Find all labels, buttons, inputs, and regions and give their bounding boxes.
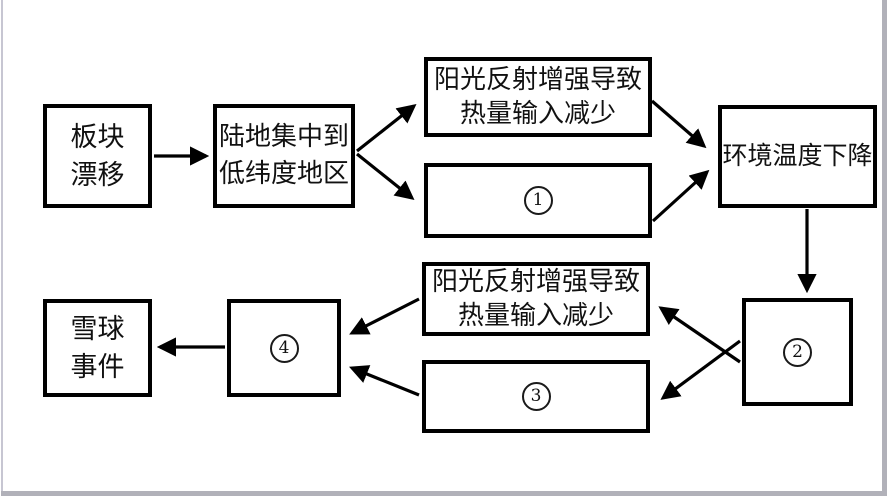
node-label-line: 低纬度地区 xyxy=(218,159,349,188)
circled-number-3: 3 xyxy=(521,382,551,411)
arrow-blank2-to-blank3 xyxy=(660,339,741,400)
node-label-line: 阳光反射增强导致 xyxy=(431,266,640,296)
node-label: 环境温度下降 xyxy=(722,143,873,170)
circled-digit: 2 xyxy=(792,341,803,362)
arrow-sunlight-bottom-to-blank4 xyxy=(349,297,420,335)
node-blank-1: 1 xyxy=(424,163,652,238)
node-label-line: 雪球 xyxy=(70,313,125,344)
node-sunlight-reflection-bottom: 阳光反射增强导致 热量输入减少 xyxy=(422,262,650,336)
page-right-edge-bar xyxy=(882,0,887,491)
arrow-blank3-to-blank4 xyxy=(349,365,420,397)
circled-digit: 1 xyxy=(532,190,544,210)
node-label-line: 热量输入减少 xyxy=(457,301,614,330)
circled-digit: 4 xyxy=(278,337,290,358)
node-label-line: 板块 xyxy=(70,121,125,152)
node-label-line: 陆地集中到 xyxy=(218,122,349,152)
node-label-line: 阳光反射增强导致 xyxy=(433,64,642,94)
circled-digit: 3 xyxy=(530,386,542,406)
page-left-edge-line xyxy=(1,0,3,492)
node-label-line: 漂移 xyxy=(70,160,125,190)
node-blank-3: 3 xyxy=(422,360,650,433)
node-label-line: 热量输入减少 xyxy=(459,99,616,128)
node-label-line: 事件 xyxy=(70,352,125,382)
node-env-temp-drop: 环境温度下降 xyxy=(718,105,877,208)
arrow-land-to-sunlight-top xyxy=(356,104,417,153)
page-bottom-edge-bar xyxy=(1,491,887,496)
circled-number-4: 4 xyxy=(269,333,299,363)
arrow-blank1-to-envtemp xyxy=(651,169,710,223)
circled-number-1: 1 xyxy=(523,186,553,215)
node-land-low-latitude: 陆地集中到 低纬度地区 xyxy=(213,104,355,208)
arrow-sunlight-top-to-envtemp xyxy=(650,99,707,149)
node-snowball-event: 雪球 事件 xyxy=(43,299,152,397)
node-blank-2: 2 xyxy=(742,298,853,406)
circled-number-2: 2 xyxy=(783,337,812,367)
node-plate-drift: 板块 漂移 xyxy=(43,104,152,208)
arrow-land-to-blank1 xyxy=(356,152,415,200)
node-sunlight-reflection-top: 阳光反射增强导致 热量输入减少 xyxy=(424,57,652,137)
node-blank-4: 4 xyxy=(227,299,341,397)
arrow-blank2-to-sunlight-bottom xyxy=(658,306,741,364)
